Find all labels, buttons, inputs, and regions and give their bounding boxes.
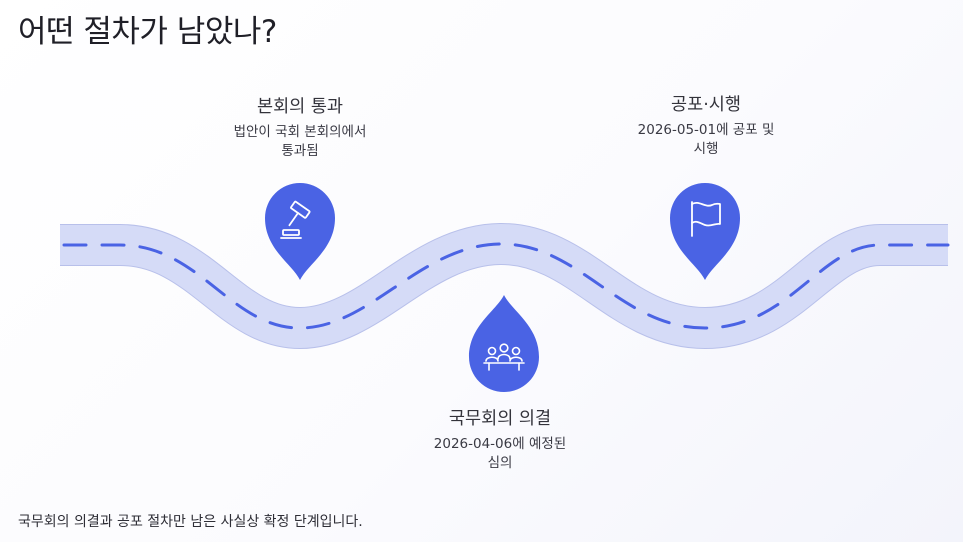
footer-note: 국무회의 의결과 공포 절차만 남은 사실상 확정 단계입니다. [18,514,363,530]
pin-shape [265,183,335,280]
flag-icon [691,201,721,237]
step-description: 2026-05-01에 공포 및 시행 [606,121,806,159]
road-centerline [58,242,950,330]
step-pin-3 [670,183,740,280]
step-description-line: 법안이 국회 본회의에서 [233,124,367,140]
step-3: 공포·시행 2026-05-01에 공포 및 시행 [606,94,806,159]
step-description-line: 통과됨 [281,143,319,159]
page-title: 어떤 절차가 남았나? [18,14,277,50]
step-description: 2026-04-06에 예정된 심의 [410,435,590,473]
step-description-line: 시행 [693,141,719,157]
step-description-line: 2026-05-01에 공포 및 [637,122,775,138]
gavel-icon [280,200,311,239]
step-2: 국무회의 의결 2026-04-06에 예정된 심의 [410,408,590,473]
step-description: 법안이 국회 본회의에서 통과됨 [210,123,390,161]
step-title: 본회의 통과 [256,97,344,117]
meeting-icon [483,343,525,371]
step-description-line: 심의 [487,455,513,471]
pin-shape [670,183,740,280]
step-title: 국무회의 의결 [448,409,552,429]
step-description-line: 2026-04-06에 예정된 [433,436,567,452]
step-1: 본회의 통과 법안이 국회 본회의에서 통과됨 [210,96,390,161]
step-title: 공포·시행 [671,95,741,115]
step-pin-1 [265,183,335,280]
step-pin-2 [469,295,539,392]
road [58,222,950,350]
